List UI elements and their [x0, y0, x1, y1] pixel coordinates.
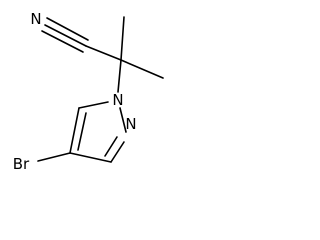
bond-cn-cq — [85, 45, 122, 61]
ring-n1-label: N — [112, 91, 123, 109]
nitrile-triple-bond — [41, 17, 89, 53]
chemical-structure: N N N Br — [13, 10, 164, 173]
bond-methyl-1 — [120, 16, 125, 61]
bond-c4-br — [37, 152, 71, 162]
bond-methyl-2 — [120, 59, 164, 79]
nitrile-nitrogen-label: N — [30, 10, 41, 28]
bond-cq-n1 — [117, 59, 122, 93]
ring-n2-label: N — [125, 115, 136, 133]
bromine-label: Br — [13, 155, 30, 173]
pyrazole-ring — [69, 101, 127, 163]
